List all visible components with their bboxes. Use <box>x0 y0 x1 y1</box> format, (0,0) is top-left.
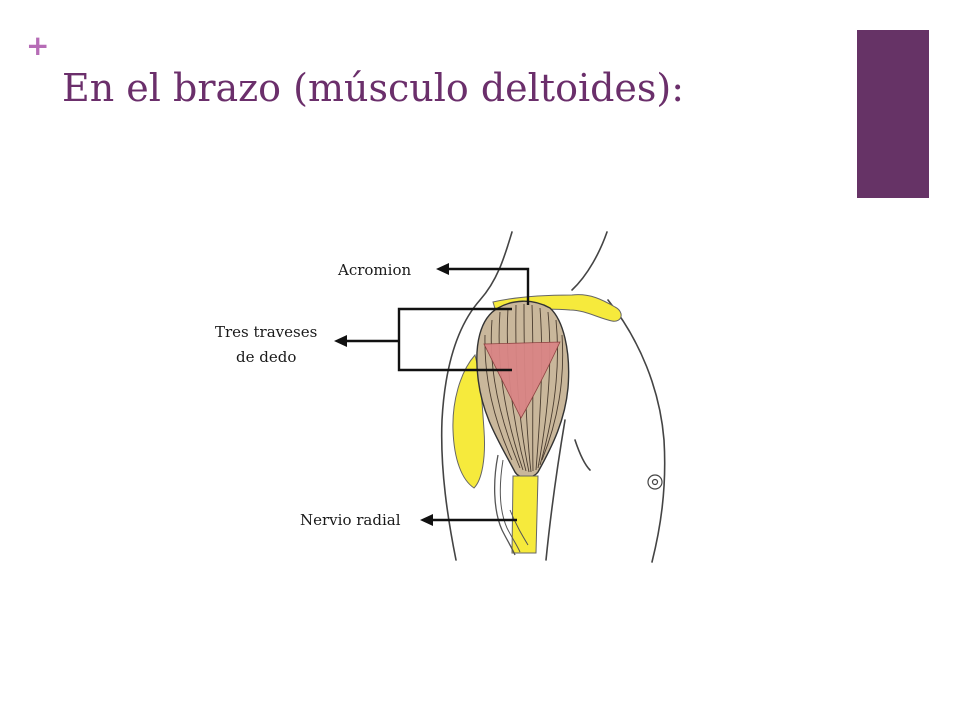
label-nervio-radial: Nervio radial <box>300 511 401 529</box>
pointer-lines <box>345 267 530 522</box>
label-de-dedo: de dedo <box>236 348 296 366</box>
humerus-shaft <box>511 475 539 554</box>
arrowhead-icon <box>436 263 449 275</box>
body-outline <box>440 231 666 563</box>
injection-zone <box>483 341 561 419</box>
accent-bar <box>857 30 929 198</box>
humerus-lateral <box>452 353 485 489</box>
nipple-mark <box>647 474 663 490</box>
armpit-line <box>574 439 591 471</box>
deltoid-diagram: Acromion Tres traveses de dedo Nervio ra… <box>205 225 705 570</box>
deltoid-illustration: Acromion Tres traveses de dedo Nervio ra… <box>215 231 666 563</box>
arm-inner-contour <box>545 419 566 561</box>
back-contour <box>440 231 513 561</box>
radial-nerve <box>493 454 516 556</box>
radial-nerve-branch <box>509 509 529 546</box>
muscle-fibers <box>484 303 564 473</box>
acromion-pointer <box>447 267 530 305</box>
plus-icon: + <box>26 29 50 62</box>
pointer-arrowheads <box>334 263 449 526</box>
radial-nerve-branch <box>499 459 521 553</box>
chest-contour <box>607 299 666 563</box>
label-tres-traveses: Tres traveses <box>215 323 317 341</box>
arrowhead-icon <box>334 335 347 347</box>
slide-title: En el brazo (músculo deltoides): <box>62 66 685 110</box>
arrowhead-icon <box>420 514 433 526</box>
neck-contour <box>571 231 608 291</box>
tres-traveses-bracket <box>397 307 512 372</box>
label-acromion: Acromion <box>337 261 411 279</box>
